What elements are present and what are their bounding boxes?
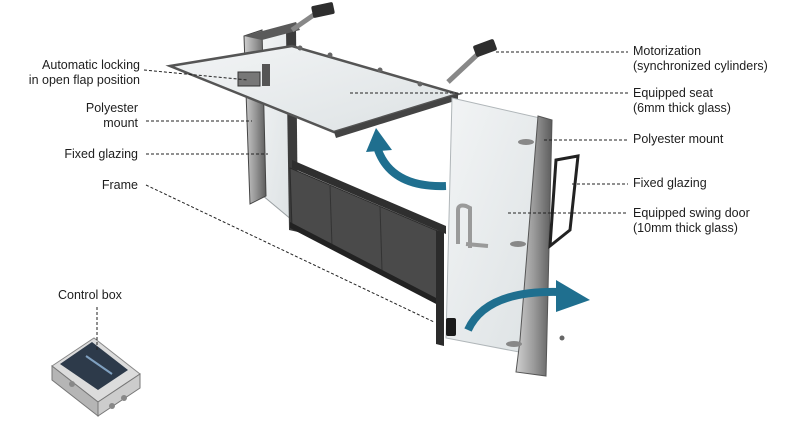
label-polyester-mount-right: Polyester mount <box>633 132 724 146</box>
label-control-box: Control box <box>58 288 122 302</box>
label-polyester-line1: Polyester <box>85 101 138 115</box>
label-automatic-locking: Automatic locking in open flap position <box>29 58 140 88</box>
control-box-icon <box>51 337 141 418</box>
frame <box>243 22 446 346</box>
label-automatic-locking-line1: Automatic locking <box>42 58 140 72</box>
label-polyester-mount-left: Polyester mount <box>86 101 138 131</box>
equipped-seat-flap <box>165 44 463 138</box>
label-swing-door-line2: (10mm thick glass) <box>633 221 738 235</box>
label-equipped-seat: Equipped seat (6mm thick glass) <box>633 86 731 116</box>
curved-arrow-right-icon <box>464 280 590 332</box>
label-motorization: Motorization (synchronized cylinders) <box>633 44 768 74</box>
label-fixed-glazing-left: Fixed glazing <box>64 147 138 161</box>
label-automatic-locking-line2: in open flap position <box>28 73 140 87</box>
label-fixed-glazing-right: Fixed glazing <box>633 176 707 190</box>
label-frame: Frame <box>101 178 138 192</box>
leader-lines <box>96 51 628 352</box>
polyester-mount-right <box>506 115 580 377</box>
label-motorization-line1: Motorization <box>633 44 702 58</box>
label-equipped-swing-door: Equipped swing door (10mm thick glass) <box>633 206 750 236</box>
label-motorization-line2: (synchronized cylinders) <box>633 59 768 73</box>
label-equipped-seat-line1: Equipped seat <box>633 86 713 100</box>
motorization-cylinders <box>290 2 497 84</box>
label-polyester-line2: mount <box>103 116 138 130</box>
curved-arrow-up-icon <box>366 128 447 191</box>
label-equipped-seat-line2: (6mm thick glass) <box>633 101 731 115</box>
label-swing-door-line1: Equipped swing door <box>633 206 750 220</box>
